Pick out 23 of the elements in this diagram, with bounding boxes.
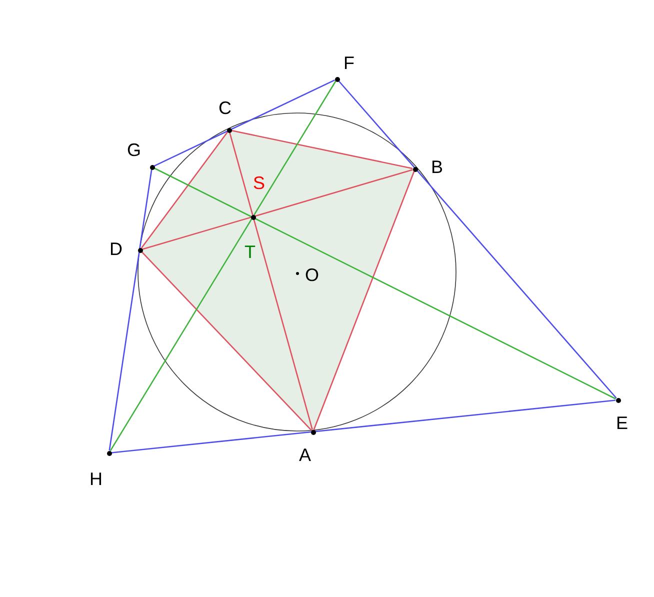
line-segment bbox=[110, 80, 336, 452]
line-segment bbox=[108, 169, 152, 451]
point-label: A bbox=[299, 445, 311, 465]
line-segment bbox=[229, 132, 313, 430]
point-label: E bbox=[616, 413, 628, 433]
point-label: O bbox=[305, 265, 319, 285]
point-label: D bbox=[110, 239, 122, 259]
line-segment bbox=[141, 251, 312, 431]
point-label: G bbox=[127, 140, 141, 160]
line-segment bbox=[111, 400, 616, 454]
line-segment bbox=[140, 132, 228, 248]
line-segment bbox=[231, 130, 413, 170]
point-label: C bbox=[218, 98, 232, 118]
point-label: H bbox=[90, 469, 102, 489]
point-label: S bbox=[253, 173, 265, 193]
line-segment bbox=[154, 168, 616, 400]
line-segment bbox=[338, 80, 617, 399]
line-segment bbox=[142, 169, 413, 250]
point-label: F bbox=[344, 53, 354, 73]
point-label: T bbox=[244, 242, 256, 262]
point-label: B bbox=[431, 157, 443, 177]
line-segment bbox=[313, 171, 415, 430]
line-segment bbox=[154, 79, 336, 167]
